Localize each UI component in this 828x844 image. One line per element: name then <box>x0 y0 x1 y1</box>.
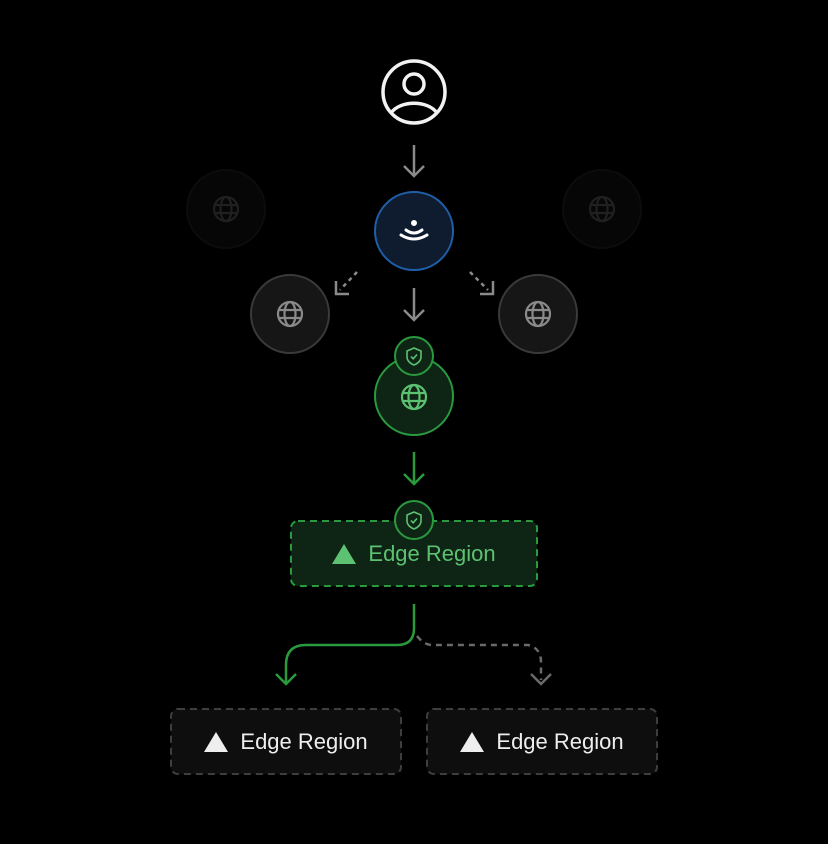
path-to-region-right <box>416 635 552 686</box>
triangle-icon <box>332 543 357 564</box>
entry-node[interactable] <box>374 191 454 271</box>
region-box-right[interactable] <box>426 708 658 775</box>
region-name: Edge Region <box>496 728 624 754</box>
triangle-icon <box>204 731 229 752</box>
faded-server-left <box>186 169 266 249</box>
region-right-label: Edge Region <box>427 709 657 774</box>
arrow-entry-to-right <box>469 271 495 296</box>
region-name: Edge Region <box>368 540 496 566</box>
region-left-label: Edge Region <box>171 709 401 774</box>
primary-region-box[interactable] <box>290 500 538 587</box>
triangle-icon <box>460 731 485 752</box>
faded-server-right <box>562 169 642 249</box>
primary-region-label: Edge Region <box>291 521 537 586</box>
selected-server[interactable] <box>374 336 454 436</box>
region-name: Edge Region <box>240 728 368 754</box>
path-to-region-left <box>275 604 416 686</box>
region-box-left[interactable] <box>170 708 402 775</box>
arrow-selected-to-region <box>403 452 425 486</box>
arrow-entry-to-selected <box>403 288 425 322</box>
arrow-user-to-entry <box>403 145 425 178</box>
server-right[interactable] <box>498 274 578 354</box>
user-icon <box>381 59 447 125</box>
server-left[interactable] <box>250 274 330 354</box>
wifi-signal-icon <box>399 220 429 241</box>
arrow-entry-to-left <box>334 271 358 296</box>
